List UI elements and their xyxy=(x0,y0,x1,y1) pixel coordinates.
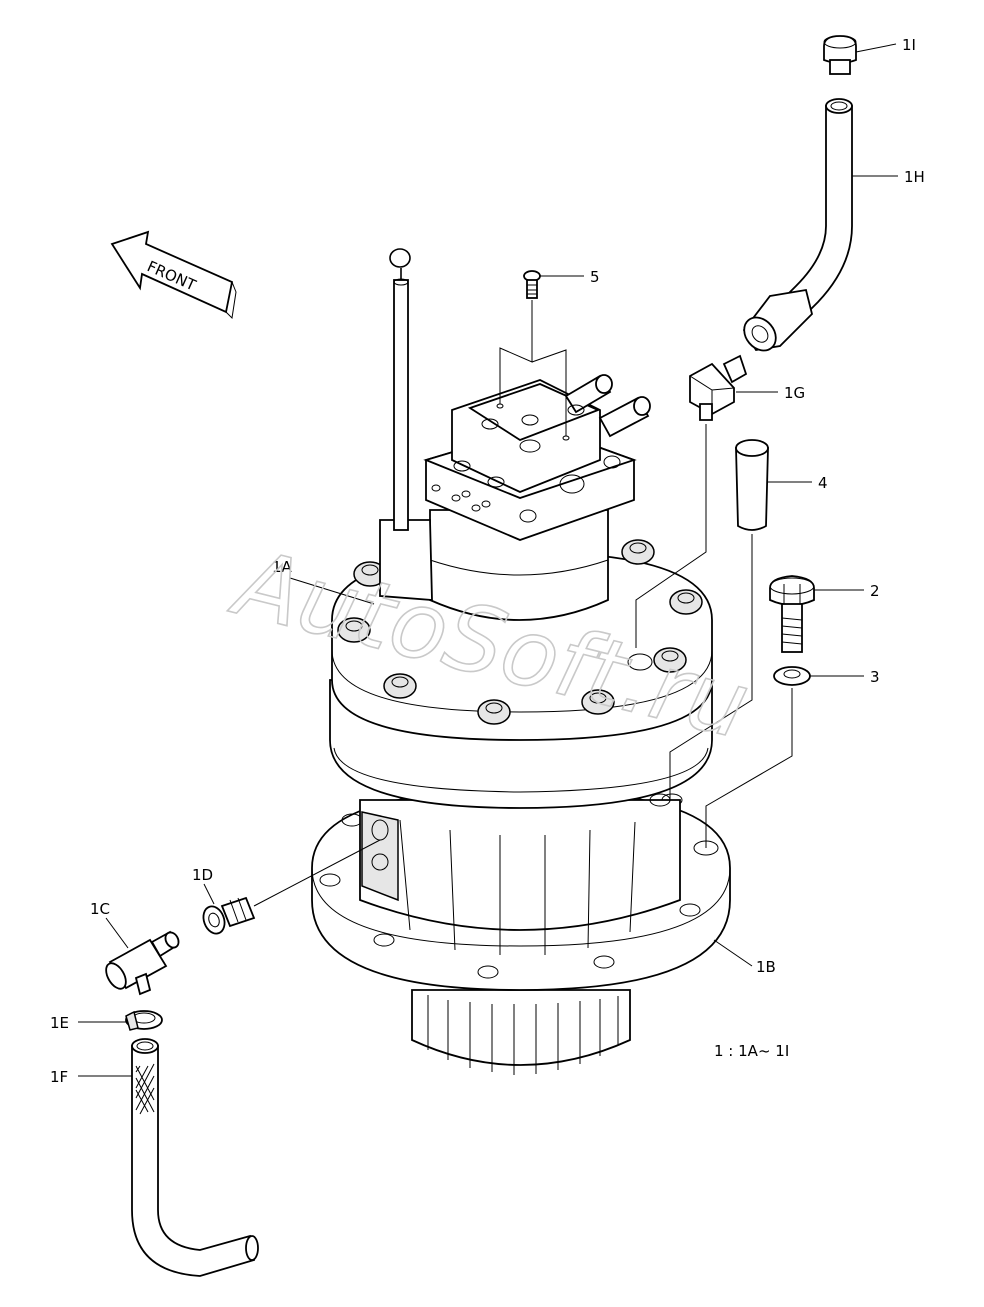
bolt-head xyxy=(653,647,687,673)
part-1I-cap: 1I xyxy=(823,35,916,75)
bolt-head xyxy=(477,699,511,725)
part-3-washer: 3 xyxy=(705,666,880,848)
reduction-body xyxy=(359,799,681,955)
part-1C-fitting: 1C xyxy=(90,900,180,996)
part-1D-plug: 1D xyxy=(192,839,381,935)
label-5: 5 xyxy=(590,268,600,286)
swing-motor-housing xyxy=(311,509,731,1075)
label-1F: 1F xyxy=(50,1068,68,1086)
label-1H: 1H xyxy=(904,168,925,186)
label-1A: 1A xyxy=(272,558,293,576)
front-arrow: FRONT xyxy=(110,230,237,320)
bolt-head xyxy=(621,539,655,565)
bolt-head xyxy=(383,673,417,699)
label-2: 2 xyxy=(870,582,880,600)
part-2-bolt: 2 xyxy=(769,575,880,653)
label-1B: 1B xyxy=(756,958,776,976)
pinion-gear xyxy=(411,989,631,1075)
part-5-screw: 5 xyxy=(499,268,600,436)
flange-bolts xyxy=(337,539,703,725)
bolt-head xyxy=(337,617,371,643)
part-1F-hose: 1F xyxy=(50,1038,259,1277)
label-1E: 1E xyxy=(50,1014,69,1032)
motor-body xyxy=(429,509,609,621)
label-1D: 1D xyxy=(192,866,213,884)
bolt-head xyxy=(581,689,615,715)
valve-block xyxy=(423,374,651,541)
label-3: 3 xyxy=(870,668,880,686)
part-1H-pipe: 1H xyxy=(742,98,925,352)
part-1A-callout: 1A xyxy=(272,558,375,605)
part-1B-callout: 1B xyxy=(713,939,776,976)
part-1E-clamp: 1E xyxy=(50,1010,163,1032)
part-4-pin: 4 xyxy=(669,439,828,800)
label-1I: 1I xyxy=(902,36,916,54)
label-4: 4 xyxy=(818,474,828,492)
level-gauge xyxy=(379,248,433,601)
label-1G: 1G xyxy=(784,384,805,402)
label-1C: 1C xyxy=(90,900,110,918)
part-1G-elbow: 1G xyxy=(635,354,805,648)
scale-note: 1 : 1A~ 1I xyxy=(714,1042,789,1060)
bolt-head xyxy=(669,589,703,615)
